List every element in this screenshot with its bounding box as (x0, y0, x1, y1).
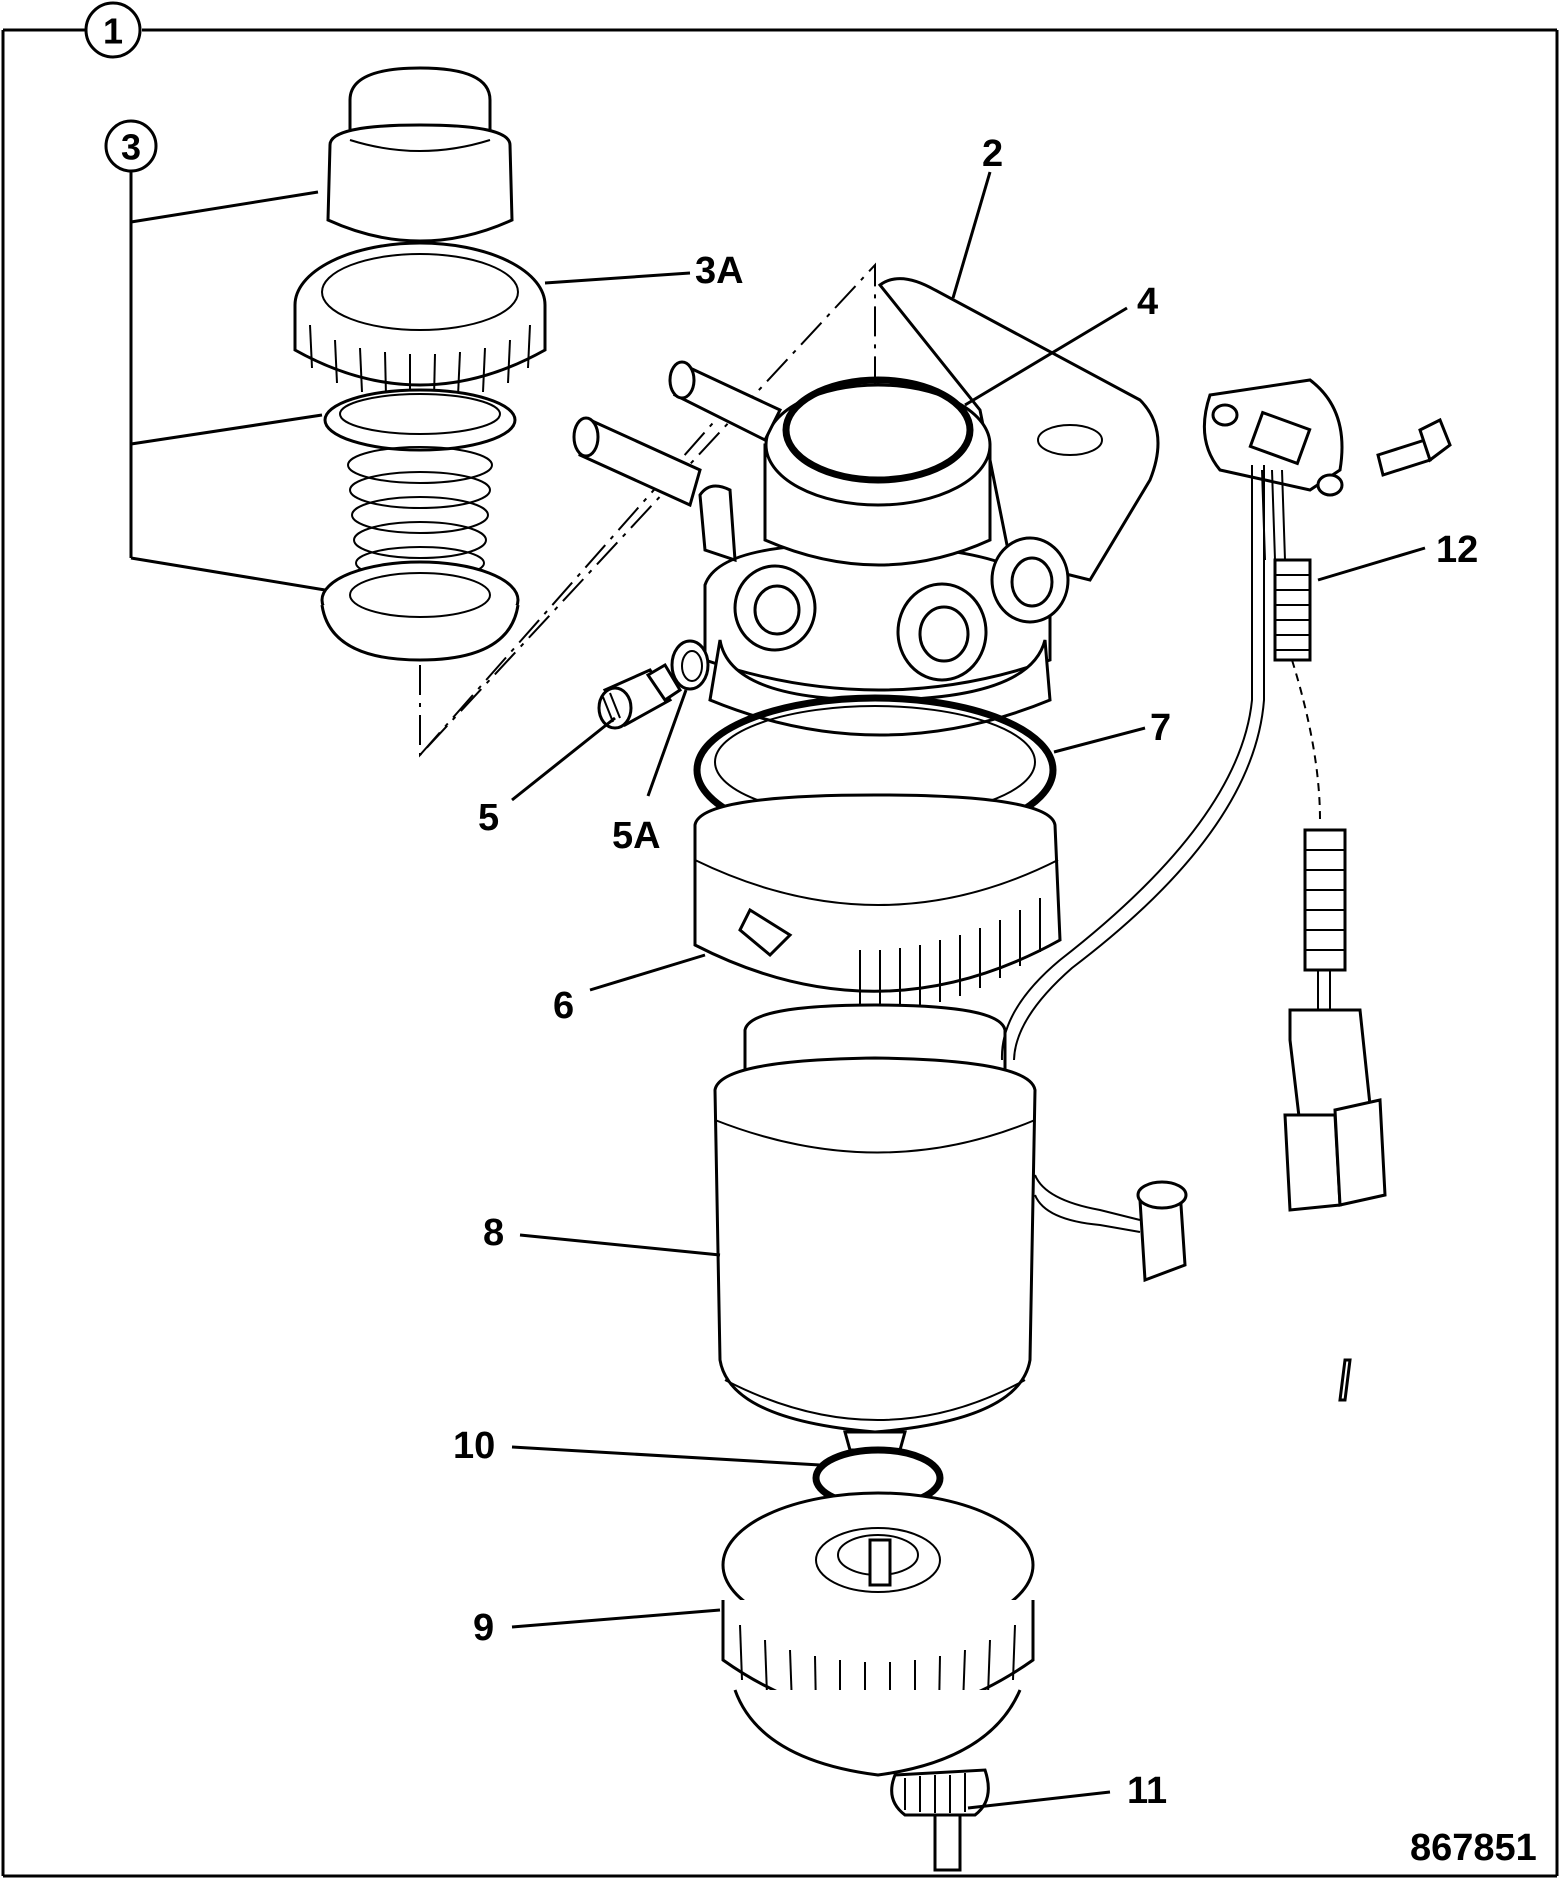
water-bowl-part-9 (721, 1491, 1035, 1777)
label-9: 9 (473, 1607, 494, 1649)
label-10: 10 (453, 1425, 495, 1467)
label-7: 7 (1150, 707, 1171, 749)
bleed-screw-part-5 (597, 662, 683, 730)
inlet-pipe-upper (668, 360, 783, 443)
kit-callout: 3 (104, 119, 326, 592)
label-12: 12 (1436, 529, 1478, 571)
callout-7: 7 (1053, 707, 1171, 754)
callout-2: 2 (951, 133, 1003, 299)
locking-ring-part-6 (693, 793, 1062, 1012)
label-4: 4 (1137, 281, 1158, 323)
callout-6: 6 (553, 953, 706, 1027)
port-boss-left (733, 564, 817, 652)
callout-5a: 5A (612, 689, 688, 857)
label-6: 6 (553, 985, 574, 1027)
callout-4: 4 (964, 281, 1158, 407)
inlet-pipe-lower (572, 416, 702, 508)
callout-9: 9 (473, 1607, 721, 1649)
kit-nut-3a (293, 241, 547, 399)
assembly-callout-label: 1 (103, 11, 123, 52)
callout-12: 12 (1317, 529, 1478, 582)
sensor-cable (1000, 465, 1265, 1283)
label-3a: 3A (695, 250, 744, 292)
kit-callout-label: 3 (121, 127, 141, 168)
callout-8: 8 (483, 1212, 721, 1257)
callout-11: 11 (967, 1770, 1167, 1812)
label-5a: 5A (612, 815, 661, 857)
port-boss-right (990, 536, 1070, 624)
callout-10: 10 (453, 1425, 821, 1467)
diagram-frame (1, 28, 1559, 1878)
label-8: 8 (483, 1212, 504, 1254)
assembly-callout: 1 (84, 1, 142, 59)
kit-disc (323, 388, 517, 452)
port-boss-centre (896, 582, 988, 682)
filter-element-part-8 (713, 1003, 1037, 1452)
kit-cap (326, 66, 514, 243)
label-2: 2 (982, 133, 1003, 175)
label-11: 11 (1127, 1770, 1167, 1812)
seal-washer-part-5a (670, 639, 710, 691)
callout-5: 5 (478, 716, 616, 839)
water-sensor-wiring-part-12 (1202, 378, 1452, 1402)
callout-3a: 3A (544, 250, 744, 292)
kit-spring (347, 446, 493, 580)
kit-bowl-seal (320, 560, 520, 662)
drain-plug-part-11 (890, 1768, 990, 1872)
figure-number: 867851 (1410, 1827, 1537, 1869)
label-5: 5 (478, 797, 499, 839)
